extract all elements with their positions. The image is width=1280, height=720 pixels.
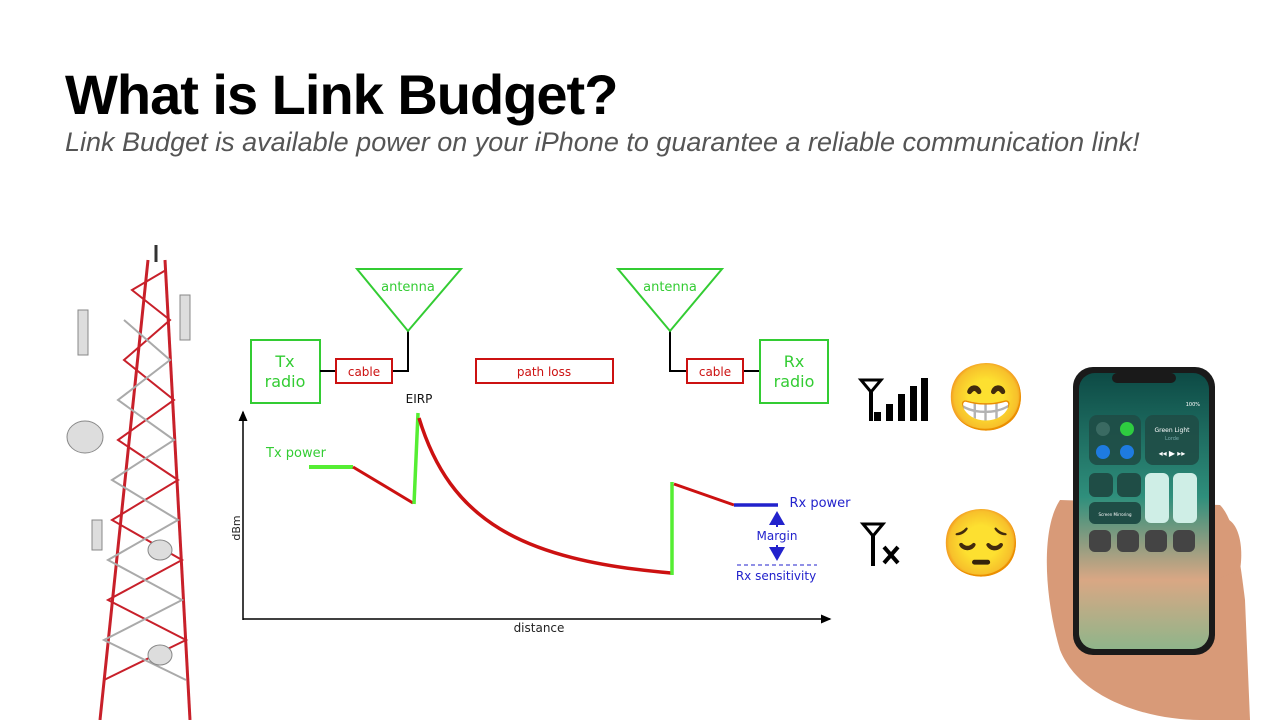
no-signal-icon (859, 522, 900, 566)
path-loss-curve (417, 417, 672, 575)
cell-tower-image (66, 245, 192, 720)
cable-right-label: cable (699, 365, 731, 379)
now-playing-title: Green Light (1154, 427, 1190, 434)
cable-left-label: cable (348, 365, 380, 379)
antenna-right-icon (615, 268, 725, 333)
grinning-emoji: 😁 (945, 360, 1028, 434)
rx-radio-label-1: Rx (784, 352, 805, 371)
connector-lines (320, 331, 760, 372)
cable-right-box (686, 358, 744, 384)
svg-text:◂◂ ▶ ▸▸: ◂◂ ▶ ▸▸ (1159, 449, 1186, 458)
path-loss-label: path loss (517, 365, 571, 379)
rx-radio-label-2: radio (774, 372, 815, 391)
tx-power-label: Tx power (265, 446, 327, 461)
tx-radio-label-1: Tx (274, 352, 294, 371)
cable-left-box (335, 358, 393, 384)
tx-radio-label-2: radio (265, 372, 306, 391)
margin-label: Margin (757, 529, 798, 543)
rx-cable-loss (673, 482, 735, 507)
screen-mirroring-label: Screen Mirroring (1099, 512, 1132, 517)
rx-sensitivity-label: Rx sensitivity (736, 569, 816, 583)
slide-title: What is Link Budget? (65, 63, 618, 126)
path-loss-box (475, 358, 614, 384)
antenna-left-icon (354, 268, 464, 333)
battery-status: 100% (1186, 402, 1201, 408)
pensive-emoji: 😔 (940, 506, 1023, 580)
antenna-left-label: antenna (381, 280, 435, 295)
rx-power-label: Rx power (789, 496, 851, 511)
y-axis-label: dBm (230, 515, 243, 540)
slide-subtitle: Link Budget is available power on your i… (65, 127, 1140, 157)
tx-antenna-gain (412, 412, 420, 505)
eirp-label: EIRP (406, 392, 433, 406)
iphone-in-hand-image: Green Light Lorde ◂◂ ▶ ▸▸ 100% Screen Mi… (1046, 367, 1250, 720)
tx-cable-loss (352, 465, 414, 505)
antenna-right-label: antenna (643, 280, 697, 295)
now-playing-artist: Lorde (1165, 436, 1179, 442)
full-signal-icon (857, 378, 928, 421)
x-axis-label: distance (514, 621, 565, 635)
rx-radio-box (759, 339, 829, 404)
